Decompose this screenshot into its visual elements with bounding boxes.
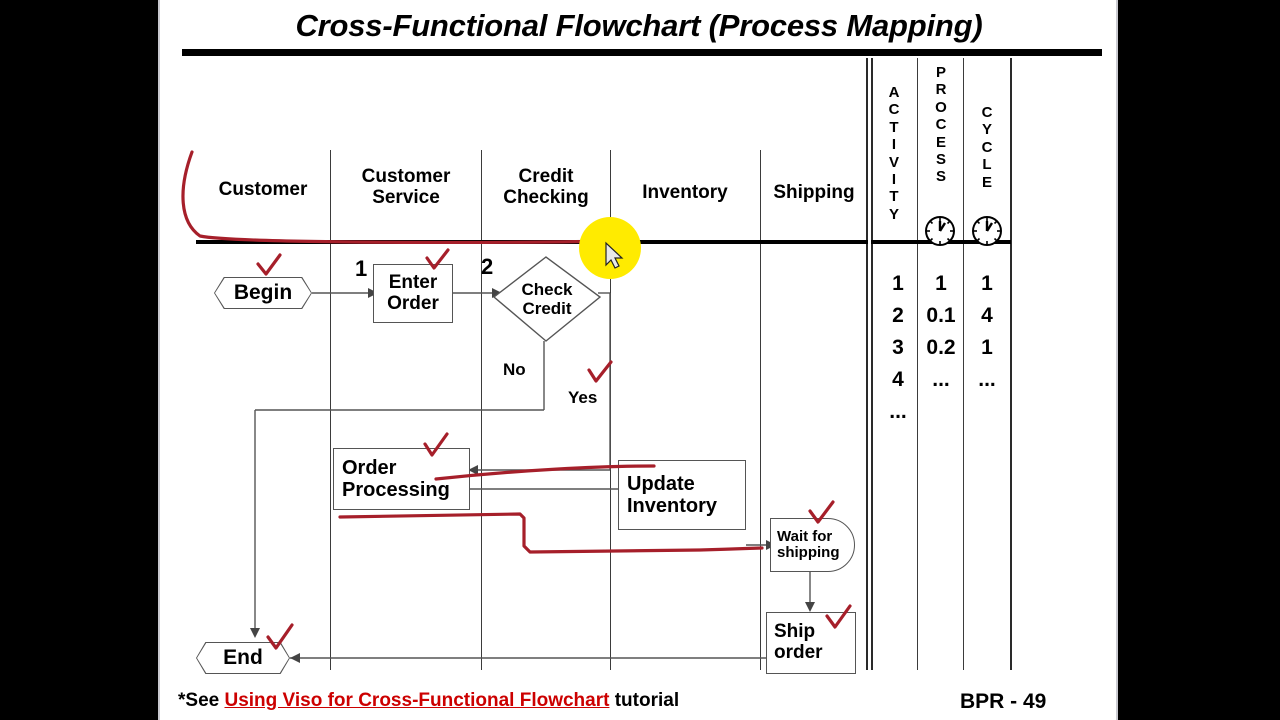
lane-divider-4 [760,150,761,670]
node-enter-order-line2: Order [387,292,439,314]
metric-header-separator [871,240,1011,244]
node-end-label: End [223,646,263,669]
node-wait-for-shipping-line1: Wait for [777,527,833,545]
lane-divider-2 [481,150,482,670]
header-separator-line [196,240,868,244]
node-ship-order[interactable]: Ship order [766,612,856,674]
node-wait-for-shipping-line2: shipping [777,544,840,561]
metric-values-process: 1 0.1 0.2 ... [926,272,956,391]
step-number-2: 2 [481,254,494,279]
letterbox-right [1118,0,1280,720]
step-number-1: 1 [355,256,368,281]
node-check-credit[interactable]: Check Credit [506,280,588,321]
cursor-highlight [579,217,641,279]
footnote: *See Using Viso for Cross-Functional Flo… [178,690,679,712]
branch-label-no: No [503,360,526,379]
page-edge-right [1116,0,1118,720]
node-update-inventory-line2: Inventory [627,495,718,517]
metric-block-border-a [866,58,868,670]
node-update-inventory-line1: Update [627,473,695,495]
node-order-processing-line2: Processing [342,479,450,501]
lane-divider-1 [330,150,331,670]
branch-label-yes: Yes [568,388,598,407]
metric-block-border-b [871,58,873,670]
node-enter-order[interactable]: Enter Order [373,264,453,323]
node-order-processing[interactable]: Order Processing [333,448,470,510]
node-wait-for-shipping[interactable]: Wait for shipping [770,518,855,572]
metric-divider-1 [917,58,918,670]
node-check-credit-line1: Check [521,280,573,299]
footnote-prefix: *See [178,690,225,711]
metric-values-cycle: 1 4 1 ... [978,272,996,391]
page-title: Cross-Functional Flowchart (Process Mapp… [295,8,983,43]
metric-values-activity: 1 2 3 4 ... [889,272,907,423]
footnote-link[interactable]: Using Viso for Cross-Functional Flowchar… [224,690,610,711]
lane-header-shipping: Shipping [773,182,855,203]
footnote-suffix: tutorial [609,690,680,711]
node-begin-label: Begin [233,281,293,304]
metric-block-border-right [1010,58,1012,670]
node-check-credit-line2: Credit [522,298,572,318]
page-edge-left [158,0,160,720]
node-ship-order-line2: order [774,642,823,663]
slide-page [160,0,1118,720]
node-ship-order-line1: Ship [774,621,816,643]
lane-header-inventory: Inventory [642,182,728,203]
node-enter-order-line1: Enter [388,271,438,293]
letterbox-left [0,0,158,720]
lane-header-customer-service: Customer Service [361,166,451,208]
node-end[interactable]: End [196,642,290,674]
node-order-processing-line1: Order [342,457,397,479]
title-underline-rule [182,49,1102,56]
page-number: BPR - 49 [960,690,1047,713]
lane-header-credit-checking: Credit Checking [503,166,589,208]
node-begin[interactable]: Begin [214,277,312,309]
metric-divider-2 [963,58,964,670]
lane-header-customer: Customer [218,179,308,200]
node-update-inventory[interactable]: Update Inventory [618,460,746,530]
